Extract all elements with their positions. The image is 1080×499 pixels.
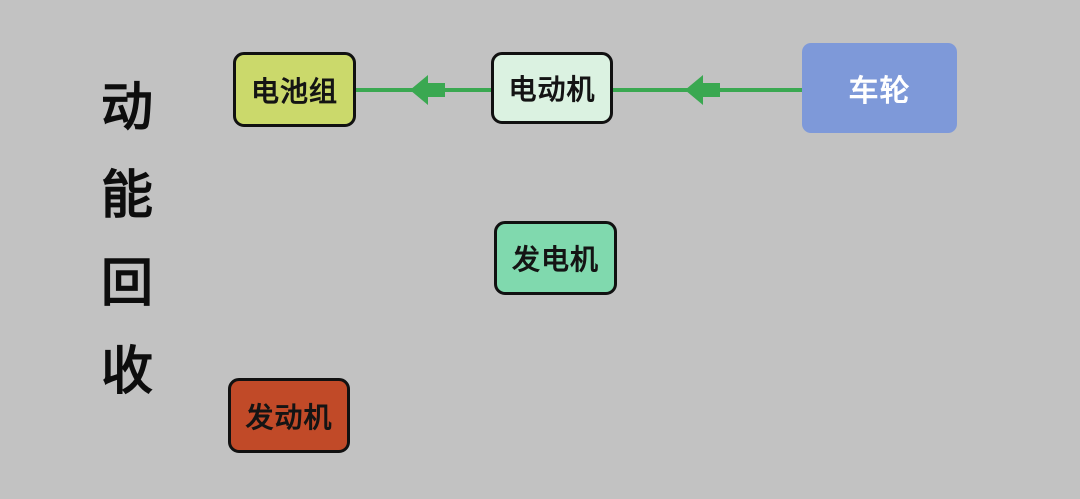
arrowhead-left-icon [410, 75, 445, 105]
node-engine: 发动机 [228, 378, 350, 453]
node-generator-label: 发电机 [511, 244, 599, 275]
node-wheel-label: 车轮 [848, 75, 911, 108]
title-char: 回 [100, 255, 153, 313]
title-char: 收 [100, 343, 153, 401]
node-wheel: 车轮 [802, 43, 957, 133]
title-char: 动 [100, 79, 153, 137]
node-electric-motor-label: 电动机 [508, 74, 596, 105]
arrowhead-left-icon [685, 75, 720, 105]
diagram-title: 动 能 回 收 [96, 68, 158, 420]
node-battery-pack-label: 电池组 [250, 75, 338, 107]
title-char: 能 [100, 167, 153, 225]
node-electric-motor: 电动机 [491, 52, 613, 124]
node-engine-label: 发动机 [245, 401, 333, 433]
node-generator: 发电机 [494, 221, 617, 295]
node-battery-pack: 电池组 [233, 52, 356, 127]
